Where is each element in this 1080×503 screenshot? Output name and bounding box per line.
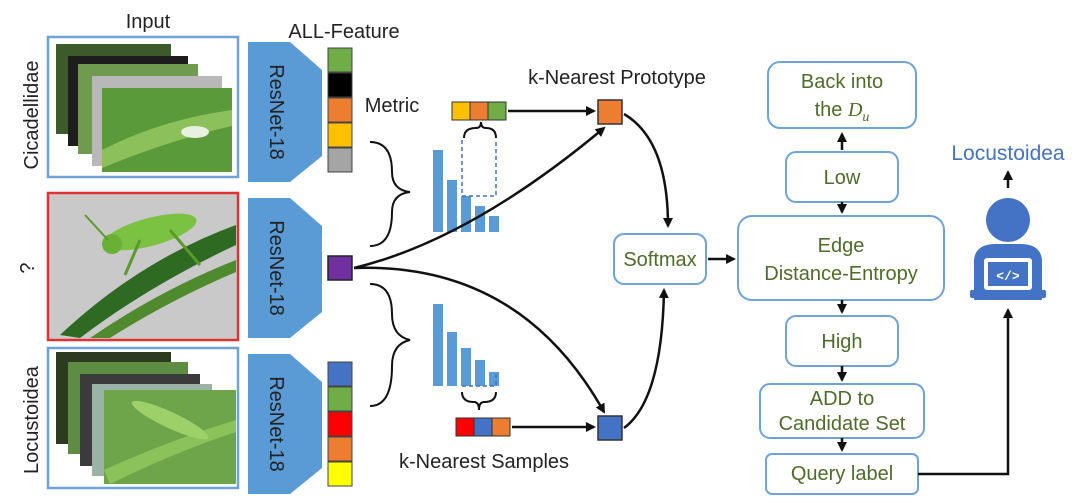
softmax-label: Softmax <box>623 249 696 271</box>
back-into-line1: Back into <box>801 71 883 93</box>
softmax-box <box>613 233 707 285</box>
feature-vector-bottom <box>327 361 353 487</box>
arrow-query-to-user <box>918 308 1013 476</box>
prototype-result <box>597 99 623 125</box>
class-label-unknown: ? <box>17 262 39 273</box>
all-feature-title: ALL-Feature <box>288 21 399 43</box>
svg-text:ResNet-18: ResNet-18 <box>265 64 287 160</box>
samples-result <box>597 415 623 441</box>
add-label-line2: Candidate Set <box>779 413 906 435</box>
distance-bars-top <box>433 150 499 232</box>
metric-brace-bottom <box>369 283 411 407</box>
selection-dash-top <box>461 140 497 197</box>
add-label-line1: ADD to <box>810 388 874 410</box>
query-image-grasshopper <box>46 191 240 342</box>
arrow-query-to-prototype <box>353 126 606 270</box>
user-coder-icon: </> <box>970 198 1046 300</box>
query-feature <box>327 255 353 281</box>
edge-label-line1: Edge <box>818 235 865 257</box>
code-icon: </> <box>996 269 1020 284</box>
support-images-locustoidea <box>46 346 240 490</box>
high-label: High <box>821 331 862 353</box>
arrow-samples-softmax <box>623 288 669 430</box>
distance-bars-bottom <box>433 304 499 386</box>
input-title: Input <box>126 11 171 33</box>
svg-text:ResNet-18: ResNet-18 <box>265 220 287 316</box>
samples-feature-bar <box>455 417 511 437</box>
selection-dash-bottom <box>462 372 497 387</box>
prototype-brace <box>463 121 497 139</box>
metric-brace-top <box>369 141 411 247</box>
back-into-box <box>767 61 917 129</box>
backbone-resnet-top: ResNet-18 <box>248 42 322 182</box>
knn-prototype-label: k-Nearest Prototype <box>528 67 706 89</box>
metric-label: Metric <box>365 95 419 117</box>
knn-samples-label: k-Nearest Samples <box>399 451 569 473</box>
backbone-resnet-bottom: ResNet-18 <box>248 354 322 494</box>
svg-text:ResNet-18: ResNet-18 <box>265 376 287 472</box>
arrow-query-to-samples <box>353 266 606 414</box>
back-into-line2: the Du <box>815 99 870 125</box>
output-class-label: Locustoidea <box>951 142 1065 165</box>
class-label-cicadellidae: Cicadellidae <box>21 61 43 170</box>
support-images-cicadellidae <box>46 35 240 179</box>
backbone-resnet-middle: ResNet-18 <box>248 198 322 338</box>
low-label: Low <box>824 167 861 189</box>
query-label-text: Query label <box>791 463 893 485</box>
class-label-locustoidea: Locustoidea <box>21 365 43 474</box>
samples-brace <box>461 391 497 411</box>
feature-vector-top <box>327 47 353 173</box>
arrow-prototype-softmax <box>623 112 673 228</box>
edge-entropy-box <box>737 215 945 301</box>
edge-label-line2: Distance-Entropy <box>764 263 917 285</box>
prototype-feature-bar <box>451 101 507 121</box>
